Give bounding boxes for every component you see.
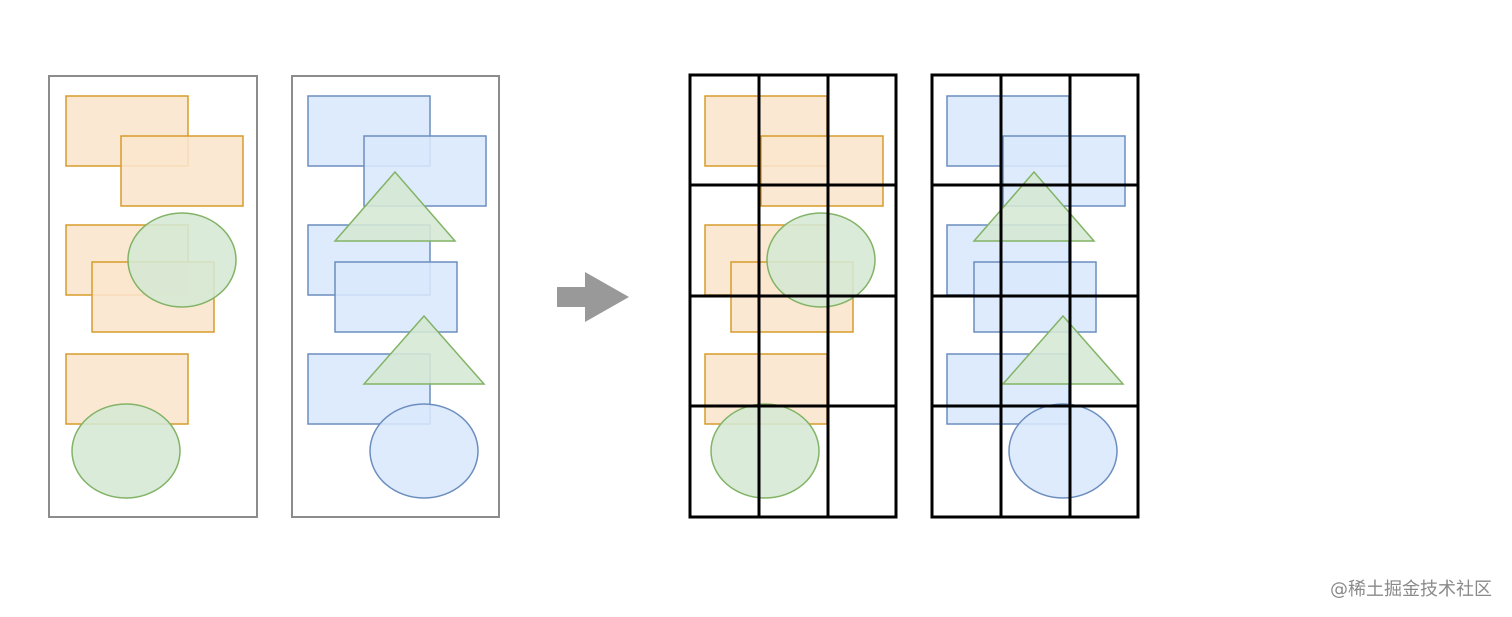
tiled-green-triangle-2 [1001, 314, 1125, 385]
tile-grid-a [688, 73, 898, 519]
left-panel-b [291, 75, 500, 518]
right-panel-b [930, 73, 1140, 519]
green-triangle-2 [362, 314, 486, 385]
arrow-icon [557, 272, 629, 322]
tiled-green-ellipse-2 [710, 403, 820, 499]
left-panel-a [48, 75, 258, 518]
green-triangle-1 [333, 170, 457, 242]
panel-b-frame [291, 75, 500, 518]
tiled-blue-ellipse-1 [1008, 403, 1118, 499]
blue-rect-4 [334, 261, 458, 333]
blue-ellipse-1 [369, 403, 479, 499]
panel-a-frame [48, 75, 258, 518]
green-ellipse-2 [71, 403, 181, 499]
tiled-green-triangle-1 [972, 170, 1096, 242]
tile-grid-b [930, 73, 1140, 519]
watermark-text: @稀土掘金技术社区 [1330, 579, 1492, 600]
tiled-green-ellipse-1 [766, 212, 876, 308]
transform-arrow [557, 272, 629, 322]
orange-rect-2 [120, 135, 244, 207]
tiled-orange-rect-2 [760, 135, 884, 207]
green-ellipse-1 [127, 212, 237, 308]
right-panel-a [688, 73, 898, 519]
